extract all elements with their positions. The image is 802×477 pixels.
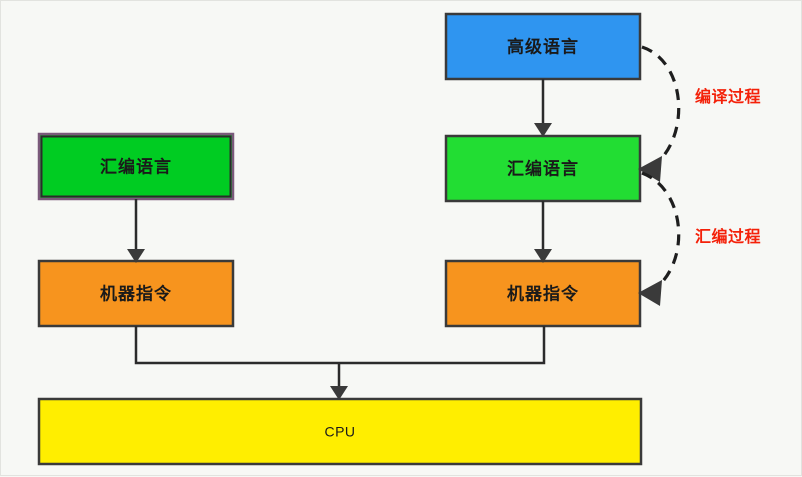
node-left-machine[interactable]: 机器指令 xyxy=(37,259,235,328)
compile-arc-path xyxy=(641,45,681,166)
annotation-compile-process: 编译过程 xyxy=(695,87,761,106)
arrow-head-icon xyxy=(638,156,662,182)
node-left-assembly[interactable]: 汇编语言 xyxy=(37,132,235,201)
edge-right-machine-to-cpu xyxy=(339,326,546,365)
node-cpu[interactable]: CPU xyxy=(37,397,643,466)
arrow-head-icon xyxy=(638,280,662,306)
edge-right-assembly-to-machine xyxy=(534,201,552,263)
left-assembly-box[interactable] xyxy=(37,132,235,201)
right-machine-label: 机器指令 xyxy=(507,283,579,303)
right-highlevel-box[interactable] xyxy=(444,12,642,81)
left-assembly-inner-border xyxy=(40,135,232,198)
arrow-head-icon xyxy=(127,249,145,263)
edge-merge-to-cpu xyxy=(330,363,348,400)
cpu-label: CPU xyxy=(324,424,355,440)
edge-assemble-arc xyxy=(638,171,681,306)
assemble-arc-path xyxy=(641,171,681,290)
annotation-assemble-process: 汇编过程 xyxy=(695,227,761,246)
arrow-head-icon xyxy=(534,123,552,137)
node-right-machine[interactable]: 机器指令 xyxy=(444,259,642,328)
cpu-box[interactable] xyxy=(37,397,643,466)
right-highlevel-label: 高级语言 xyxy=(507,36,579,56)
edge-left-machine-to-cpu xyxy=(134,326,339,365)
right-assembly-label: 汇编语言 xyxy=(507,158,579,178)
left-machine-label: 机器指令 xyxy=(100,283,172,303)
node-right-highlevel[interactable]: 高级语言 xyxy=(444,12,642,81)
arrow-head-icon xyxy=(330,386,348,400)
arrow-head-icon xyxy=(534,249,552,263)
edge-compile-arc xyxy=(638,45,681,182)
node-right-assembly[interactable]: 汇编语言 xyxy=(444,134,642,203)
edge-right-highlevel-to-assembly xyxy=(534,79,552,137)
edge-left-assembly-to-machine xyxy=(127,199,145,263)
left-assembly-label: 汇编语言 xyxy=(100,156,172,176)
